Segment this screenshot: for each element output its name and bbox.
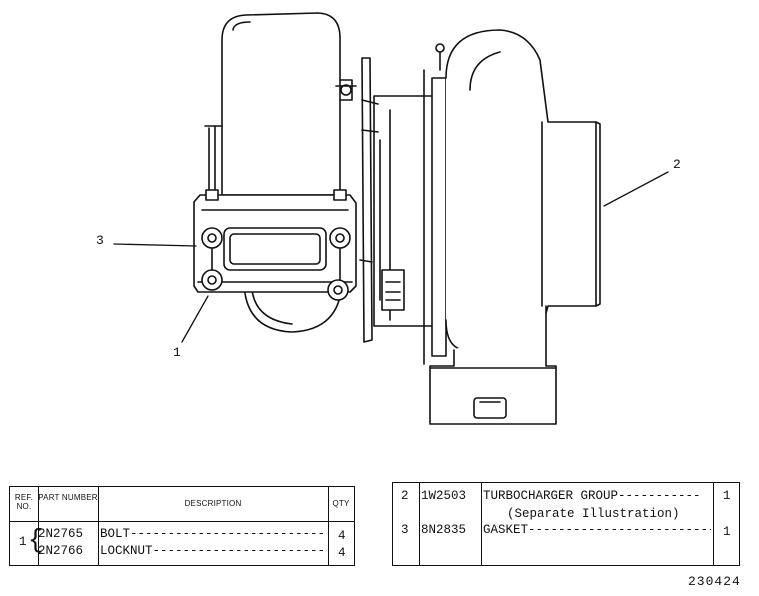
compressor-housing xyxy=(423,29,601,425)
header-part-number: PART NUMBER xyxy=(38,493,98,502)
group-ref-number: 1 xyxy=(19,535,27,549)
row-qty: 4 xyxy=(338,529,346,543)
callout-2: 2 xyxy=(673,157,681,172)
row-qty: 1 xyxy=(723,525,731,539)
header-description: DESCRIPTION xyxy=(184,499,242,508)
figure-number: 230424 xyxy=(688,574,741,589)
turbocharger-drawing xyxy=(113,12,669,425)
row-part-number: 1W2503 xyxy=(421,489,467,503)
row-part-number: 8N2835 xyxy=(421,523,467,537)
turbine-housing xyxy=(204,12,357,333)
row-qty: 1 xyxy=(723,489,731,503)
callout-1: 1 xyxy=(173,345,181,360)
col-divider xyxy=(328,487,329,565)
bolts xyxy=(201,189,351,301)
row-description: TURBOCHARGER GROUP----------- xyxy=(483,489,701,503)
row-qty: 4 xyxy=(338,546,346,560)
parts-table-left: REF. NO. PART NUMBER DESCRIPTION QTY 1 {… xyxy=(9,486,355,566)
col-divider xyxy=(419,483,420,565)
callout-3: 3 xyxy=(96,233,104,248)
header-divider xyxy=(10,521,354,522)
header-qty: QTY xyxy=(332,499,350,508)
col-divider xyxy=(38,487,39,565)
parts-table-right: 2 1W2503 TURBOCHARGER GROUP----------- (… xyxy=(392,482,740,566)
center-housing xyxy=(359,57,435,343)
col-divider xyxy=(98,487,99,565)
col-divider xyxy=(713,483,714,565)
leader-lines xyxy=(113,171,669,343)
row-description-note: (Separate Illustration) xyxy=(507,507,680,521)
row-part-number: 2N2765 xyxy=(38,527,84,541)
group-brace: { xyxy=(28,525,44,555)
flange-gasket xyxy=(193,194,357,293)
row-part-number: 2N2766 xyxy=(38,544,84,558)
col-divider xyxy=(481,483,482,565)
row-description: GASKET--------------------------- xyxy=(483,523,711,537)
row-description: BOLT------------------------------- xyxy=(100,527,326,541)
row-ref-number: 3 xyxy=(401,523,409,537)
row-ref-number: 2 xyxy=(401,489,409,503)
row-description: LOCKNUT---------------------------- xyxy=(100,544,326,558)
header-ref-no: REF. NO. xyxy=(14,493,34,511)
